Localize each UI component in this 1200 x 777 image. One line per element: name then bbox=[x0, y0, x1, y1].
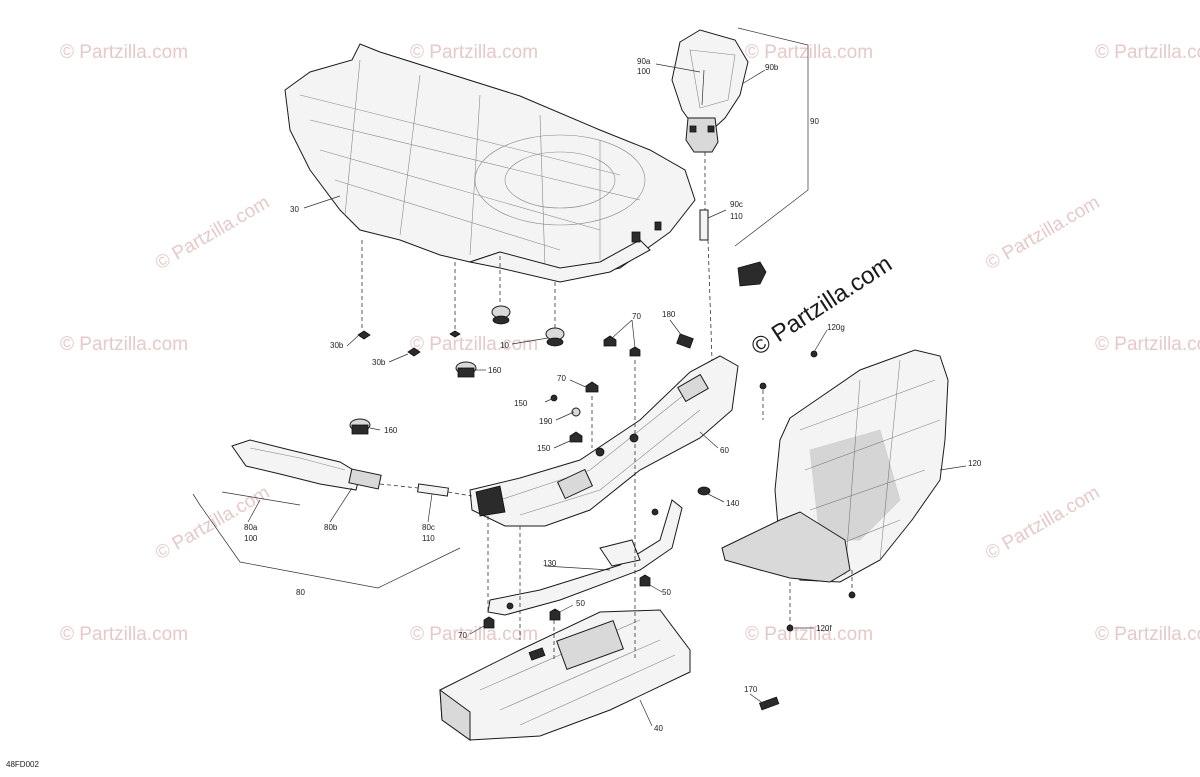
handle-90-part[interactable] bbox=[671, 29, 767, 287]
callout-60[interactable]: 60 bbox=[720, 446, 729, 455]
callout-80b[interactable]: 80b bbox=[324, 523, 338, 532]
grommet-10-part[interactable] bbox=[491, 305, 565, 347]
watermark-text: © Partzilla.com bbox=[60, 334, 188, 355]
callout-40[interactable]: 40 bbox=[654, 724, 663, 733]
pin-170-part[interactable] bbox=[759, 696, 780, 711]
callout-labels: 30 90 90a 100 90b 90c 110 30b 30b 10 160… bbox=[244, 57, 982, 733]
bumper-160-part[interactable] bbox=[349, 361, 477, 435]
callout-120f[interactable]: 120f bbox=[816, 624, 832, 633]
callout-70[interactable]: 70 bbox=[632, 312, 641, 321]
callout-90c-qty: 110 bbox=[730, 212, 743, 221]
base-tray-40-part[interactable] bbox=[439, 609, 691, 741]
watermark-text: © Partzilla.com bbox=[410, 624, 538, 645]
leader-lines bbox=[247, 63, 967, 727]
callout-30b[interactable]: 30b bbox=[372, 358, 386, 367]
callout-80a-qty: 100 bbox=[244, 534, 258, 543]
watermark-text: © Partzilla.com bbox=[410, 42, 538, 63]
callout-150[interactable]: 150 bbox=[537, 444, 551, 453]
callout-140[interactable]: 140 bbox=[726, 499, 740, 508]
callout-90[interactable]: 90 bbox=[810, 117, 819, 126]
callout-190[interactable]: 190 bbox=[539, 417, 553, 426]
callout-150[interactable]: 150 bbox=[514, 399, 528, 408]
callout-50[interactable]: 50 bbox=[576, 599, 585, 608]
callout-90b[interactable]: 90b bbox=[765, 63, 779, 72]
watermark-text: © Partzilla.com bbox=[60, 624, 188, 645]
callout-90a[interactable]: 90a bbox=[637, 57, 651, 66]
watermark-text: © Partzilla.com bbox=[745, 624, 873, 645]
group-bracket-90 bbox=[734, 27, 809, 247]
watermark-text: © Partzilla.com bbox=[60, 42, 188, 63]
nut-140-part[interactable] bbox=[697, 486, 711, 496]
callout-70[interactable]: 70 bbox=[557, 374, 566, 383]
screw-30b-part[interactable] bbox=[357, 330, 461, 357]
backrest-120-part[interactable] bbox=[721, 349, 949, 632]
watermark-text: © Partzilla.com bbox=[152, 192, 273, 274]
callout-180[interactable]: 180 bbox=[662, 310, 676, 319]
callout-120[interactable]: 120 bbox=[968, 459, 982, 468]
callout-80[interactable]: 80 bbox=[296, 588, 305, 597]
rail-60-part[interactable] bbox=[469, 355, 739, 527]
callout-30b[interactable]: 30b bbox=[330, 341, 344, 350]
washer-190-part[interactable] bbox=[550, 394, 581, 417]
callout-70[interactable]: 70 bbox=[458, 631, 467, 640]
callout-170[interactable]: 170 bbox=[744, 685, 758, 694]
callout-80c[interactable]: 80c bbox=[422, 523, 435, 532]
callout-130[interactable]: 130 bbox=[543, 559, 557, 568]
callout-160[interactable]: 160 bbox=[384, 426, 398, 435]
callout-10[interactable]: 10 bbox=[500, 341, 509, 350]
callout-50[interactable]: 50 bbox=[662, 588, 671, 597]
watermark-text: © Partzilla.com bbox=[982, 482, 1103, 564]
grab-handle-80-part[interactable] bbox=[221, 439, 449, 506]
diagram-code: 48FD002 bbox=[6, 760, 39, 769]
seat-part[interactable] bbox=[284, 43, 696, 283]
callout-90c[interactable]: 90c bbox=[730, 200, 743, 209]
assembly-lines bbox=[361, 152, 853, 660]
watermark-text: © Partzilla.com bbox=[745, 42, 873, 63]
callout-120g[interactable]: 120g bbox=[827, 323, 845, 332]
watermark-text: © Partzilla.com bbox=[982, 192, 1103, 274]
featured-watermark: © Partzilla.com bbox=[747, 250, 897, 361]
group-bracket-80 bbox=[192, 493, 461, 589]
callout-90a-qty: 100 bbox=[637, 67, 651, 76]
bracket-130-part[interactable] bbox=[487, 499, 683, 621]
callout-30[interactable]: 30 bbox=[290, 205, 299, 214]
fastener-70-part[interactable] bbox=[483, 335, 641, 629]
watermark-text: © Partzilla.com bbox=[1095, 624, 1200, 645]
clip-180-part[interactable] bbox=[676, 333, 694, 349]
watermark-text: © Partzilla.com bbox=[1095, 334, 1200, 355]
watermark-text: © Partzilla.com bbox=[1095, 42, 1200, 63]
watermark-text: © Partzilla.com bbox=[410, 334, 538, 355]
callout-80a[interactable]: 80a bbox=[244, 523, 258, 532]
callout-160[interactable]: 160 bbox=[488, 366, 502, 375]
callout-80c-qty: 110 bbox=[422, 534, 435, 543]
